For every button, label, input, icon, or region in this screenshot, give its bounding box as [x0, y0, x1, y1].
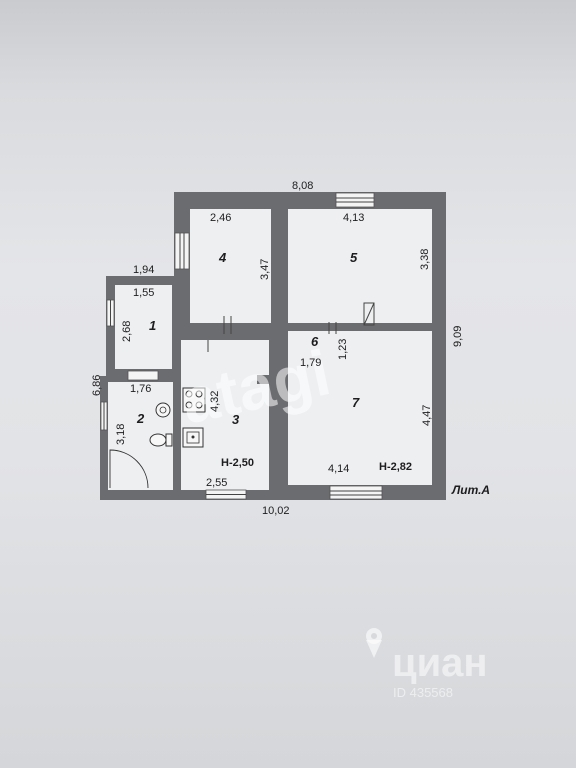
floor-room-6	[288, 331, 351, 369]
room-7-width: 4,14	[328, 463, 349, 475]
wall-details	[207, 302, 375, 384]
watermark-id: ID 435568	[393, 685, 453, 700]
floor-room-5	[288, 209, 432, 323]
room-4-length: 3,47	[259, 259, 271, 280]
window-room-4	[174, 232, 190, 270]
wall-stub-room-3	[257, 375, 269, 384]
room-6-number: 6	[311, 334, 319, 349]
room-4: 4 2,46 3,47	[210, 212, 271, 280]
location-pin-icon	[366, 628, 382, 658]
window-room-3	[205, 489, 247, 500]
room-7-number: 7	[352, 395, 360, 410]
window-partition-1-2	[127, 370, 159, 381]
floor-room-1	[115, 285, 172, 369]
vent-shaft	[363, 302, 375, 326]
room-5-length: 3,38	[419, 249, 431, 270]
room-3-width: 2,55	[206, 477, 227, 489]
room-5-width: 4,13	[343, 212, 364, 224]
room-6-length: 1,23	[337, 339, 349, 360]
dim-bottom: 10,02	[262, 505, 290, 517]
room-2-number: 2	[136, 411, 145, 426]
toilet-icon	[149, 433, 173, 447]
room-2-width: 1,76	[130, 383, 151, 395]
room-2: 2 1,76 3,18	[115, 383, 151, 445]
fixtures	[109, 387, 206, 489]
room-3-length: 4,32	[209, 391, 221, 412]
room-1: 1 1,55 2,68	[121, 287, 156, 342]
room-6: 6 1,79 1,23	[300, 334, 349, 369]
floor-room-7	[288, 331, 432, 485]
dim-top: 8,08	[292, 180, 313, 192]
stove-icon	[182, 387, 206, 413]
room-7-length: 4,47	[421, 405, 433, 426]
window-room-5	[335, 192, 375, 208]
outer-dimensions: 8,08 10,02 1,94 9,09 6,86 Лит.А	[91, 180, 490, 517]
window-room-2	[100, 401, 108, 431]
sink-icon	[182, 427, 204, 448]
room-1-length: 2,68	[121, 321, 133, 342]
room-7: 7 4,47 4,14 Н-2,82	[328, 395, 433, 475]
room-4-number: 4	[218, 250, 227, 265]
dim-right: 9,09	[452, 326, 464, 347]
room-3-number: 3	[232, 412, 240, 427]
dim-left-lower: 6,86	[91, 375, 103, 396]
plan-title: Лит.А	[451, 483, 490, 497]
washbasin-icon	[155, 402, 171, 418]
floor-room-3	[181, 340, 269, 490]
window-room-1	[106, 299, 115, 327]
windows	[100, 192, 383, 500]
watermark-brand: циан	[392, 641, 488, 685]
door-swing-icon	[109, 449, 149, 489]
room-6-width: 1,79	[300, 357, 321, 369]
room-4-width: 2,46	[210, 212, 231, 224]
room-2-length: 3,18	[115, 424, 127, 445]
room-3-height: Н-2,50	[221, 457, 254, 469]
room-5-number: 5	[350, 250, 358, 265]
room-5: 5 4,13 3,38	[343, 212, 431, 270]
room-floors	[108, 209, 432, 490]
room-1-width: 1,55	[133, 287, 154, 299]
window-room-7	[329, 485, 383, 500]
dim-left-step: 1,94	[133, 264, 154, 276]
room-3: 3 4,32 2,55 Н-2,50	[206, 391, 254, 489]
room-7-height: Н-2,82	[379, 461, 412, 473]
room-1-number: 1	[149, 318, 156, 333]
floor-room-4	[190, 209, 271, 323]
